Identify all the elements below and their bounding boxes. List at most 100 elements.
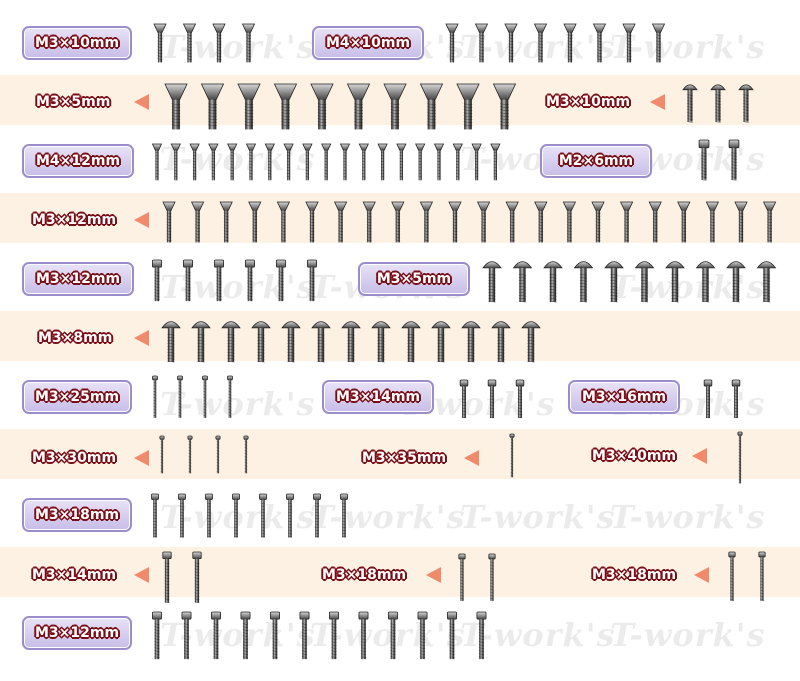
label-m2x6-row3: M2×6mm [540,144,652,178]
screw-icon [340,493,348,538]
screw-icon [448,201,462,243]
screw-icon [245,143,257,181]
screw-icon [221,321,241,363]
screw-icon [259,493,267,538]
screw-icon [543,261,563,303]
screw-icon [459,379,469,419]
label-m3x12-row4: M3×12mm [32,212,117,228]
screw-icon [492,83,517,130]
screw-icon [358,611,369,660]
screw-icon [311,321,331,363]
screw-icon [728,139,740,181]
screw-icon [151,493,159,538]
screw-icon [302,143,313,181]
screw-icon [738,84,754,123]
screw-icon [461,321,481,363]
label-m3x30-row8: M3×30mm [32,450,117,466]
screw-icon [490,143,501,181]
screw-icon [371,321,391,363]
screw-icon [698,139,710,181]
screw-icon [419,83,444,130]
screw-icon [726,261,746,303]
label-m3x35-row8: M3×35mm [362,450,447,466]
screw-icon [515,379,525,419]
band-row-10 [0,547,800,597]
band-row-8 [0,429,800,479]
screw-icon [445,23,459,63]
screw-icon [471,143,482,181]
label-m3x14-row7: M3×14mm [322,380,434,414]
screw-icon [305,201,319,243]
screw-icon [208,143,219,181]
screw-icon [189,143,200,181]
screw-icon [153,23,167,63]
screw-icon [200,83,225,130]
screw-icon [162,201,176,243]
screw-icon [205,493,213,538]
screw-icon [152,611,162,660]
screw-icon [573,261,594,303]
label-m3x8-row6: M3×8mm [38,330,113,346]
screw-icon [362,201,376,243]
screw-icon [241,23,256,63]
screw-icon [152,259,162,302]
screw-icon [178,493,186,538]
label-m3x12-row11: M3×12mm [22,616,132,650]
screw-icon [512,261,533,303]
screw-icon [487,379,497,419]
arrow-icon [464,450,479,466]
screw-icon [456,83,480,130]
label-m3x5-row5: M3×5mm [358,262,470,296]
screw-icon [177,375,183,418]
screw-icon [705,201,720,243]
screw-icon [728,551,736,601]
screw-icon [341,321,361,363]
label-m3x12-row5: M3×12mm [22,262,134,296]
screw-icon [695,261,716,303]
screw-icon [162,551,172,604]
screw-icon [251,321,271,363]
screw-icon [211,611,221,660]
screw-icon [214,259,224,302]
screw-icon [339,143,351,181]
screw-icon [703,379,713,419]
screw-icon [245,259,255,302]
screw-icon [383,83,407,130]
screw-icon [161,321,181,363]
screw-icon [476,201,491,243]
screw-icon [737,431,743,484]
label-m3x14-row10: M3×14mm [32,567,117,583]
screw-icon [192,551,202,604]
screw-icon [533,23,548,63]
screw-icon [756,261,777,303]
screw-icon [731,379,741,419]
screw-icon [346,83,371,130]
arrow-icon [692,448,707,464]
screw-icon [592,23,607,63]
label-m3x18-row9: M3×18mm [22,498,132,532]
screw-icon [619,201,634,243]
label-m3x18-row10b: M3×18mm [592,567,677,583]
screw-icon [152,375,158,418]
label-m4x12-row3: M4×12mm [22,144,134,178]
screw-icon [281,321,301,363]
screw-icon [534,201,548,243]
screw-icon [391,201,405,243]
screw-icon [417,611,428,660]
screw-icon [431,321,451,363]
screw-icon [159,435,165,474]
screw-icon [329,611,339,660]
screw-icon [648,201,662,243]
screw-icon [388,611,398,660]
label-m3x10-row2: M3×10mm [546,94,631,110]
screw-icon [665,261,685,303]
screw-icon [187,435,193,474]
screw-icon [191,321,211,363]
label-m3x40-row8: M3×40mm [592,448,677,464]
screw-icon [264,143,275,181]
screw-icon [299,611,310,660]
screw-icon [212,23,226,63]
screw-icon [651,23,666,63]
screw-icon [401,321,421,363]
screw-icon [190,201,205,243]
